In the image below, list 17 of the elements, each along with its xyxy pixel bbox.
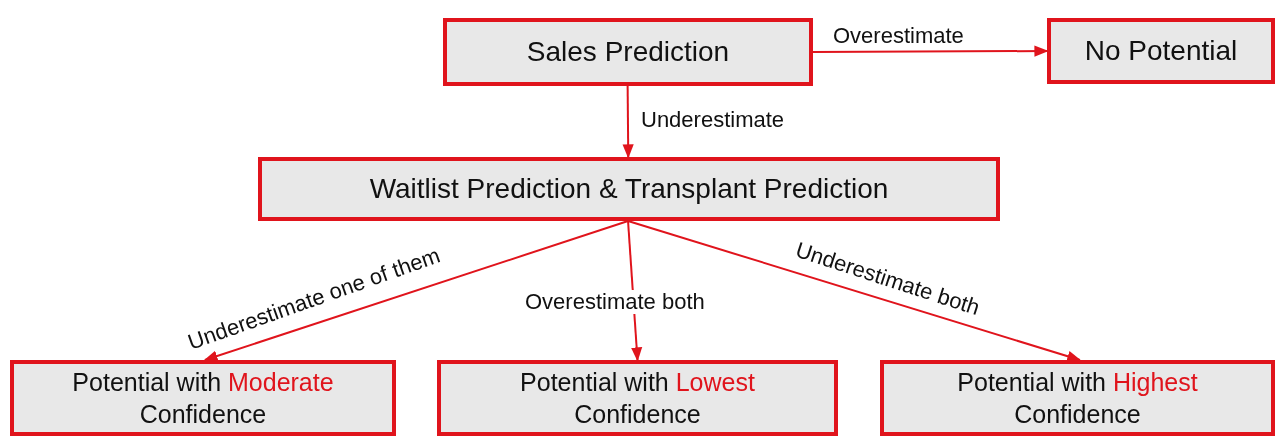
node-label: Potential with Moderate Confidence bbox=[71, 366, 335, 430]
arrow bbox=[812, 45, 1049, 57]
process-box bbox=[880, 360, 1275, 436]
process-box bbox=[437, 360, 838, 436]
process-box bbox=[443, 18, 813, 86]
arrow bbox=[203, 220, 630, 362]
node-label: No Potential bbox=[1084, 33, 1238, 68]
arrow bbox=[627, 220, 1082, 362]
arrow bbox=[622, 85, 634, 159]
edge-label: Overestimate both bbox=[525, 290, 705, 315]
node-label: Waitlist Prediction & Transplant Prediction bbox=[369, 171, 889, 206]
process-box bbox=[10, 360, 396, 436]
process-box bbox=[1047, 18, 1275, 84]
node-label: Sales Prediction bbox=[526, 34, 730, 69]
node-label: Potential with Highest Confidence bbox=[956, 366, 1199, 430]
process-box bbox=[258, 157, 1000, 221]
node-label: Potential with Lowest Confidence bbox=[519, 366, 756, 430]
